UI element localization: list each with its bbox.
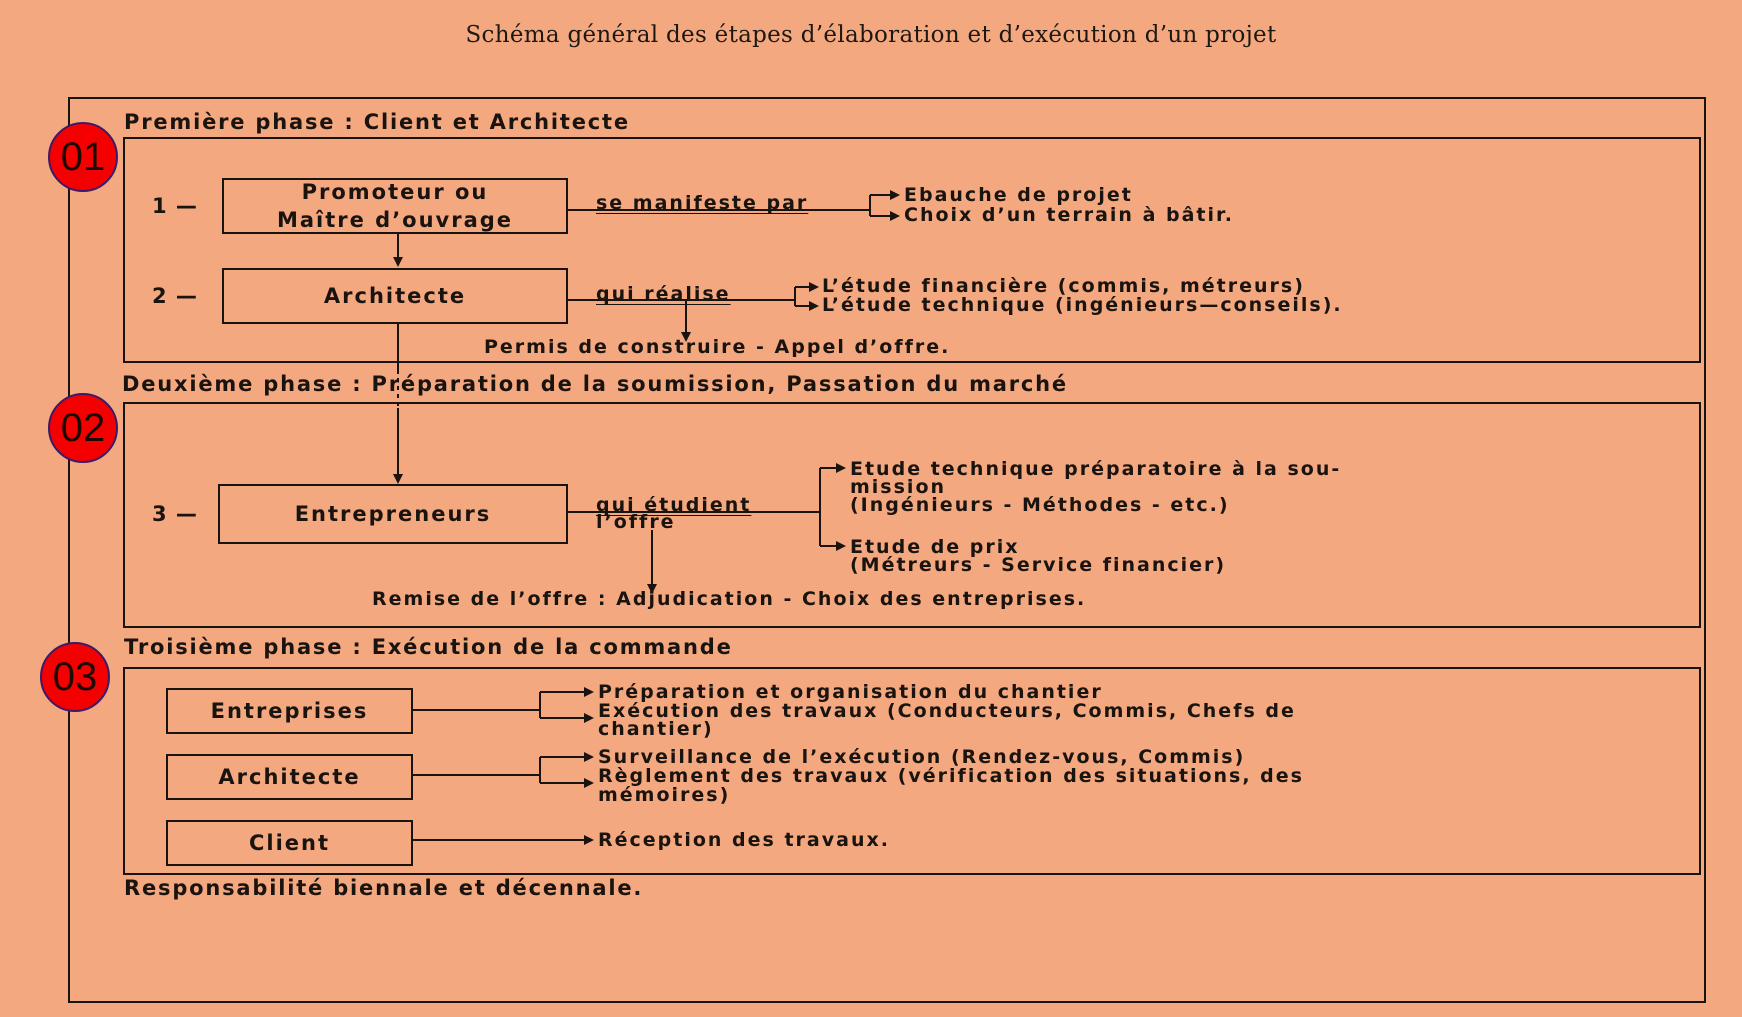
architecte-outcome-1: Surveillance de l’exécution (Rendez-vous… (598, 746, 1246, 768)
step-3-outcome-2-line-2: (Métreurs - Service financier) (850, 554, 1227, 576)
phase-2-badge: 02 (48, 393, 118, 463)
step-2-connector-label: qui réalise (596, 283, 731, 305)
entreprises-outcome-2-line-1: Exécution des travaux (Conducteurs, Comm… (598, 700, 1296, 722)
phase-3-badge: 03 (40, 642, 110, 712)
step-2-number: 2 — (152, 284, 198, 308)
step-3-outcome-1-line-3: (Ingénieurs - Méthodes - etc.) (850, 494, 1230, 516)
step-2-outcome-1: L’étude financière (commis, métreurs) (822, 275, 1305, 297)
step-1-outcome-2: Choix d’un terrain à bâtir. (904, 204, 1234, 226)
client-outcome-1: Réception des travaux. (598, 829, 890, 851)
phase-2-result: Remise de l’offre : Adjudication - Choix… (372, 588, 1087, 610)
outer-frame (68, 97, 1706, 1003)
step-3-outcome-1-line-1: Etude technique préparatoire à la sou- (850, 458, 1342, 480)
step-2-outcome-2: L’étude technique (ingénieurs—conseils). (822, 294, 1343, 316)
step-1-outcome-1: Ebauche de projet (904, 184, 1133, 206)
phase-1-heading: Première phase : Client et Architecte (124, 110, 630, 134)
promoteur-box-line-1: Promoteur ou (301, 180, 489, 204)
phase-3-heading: Troisième phase : Exécution de la comman… (124, 635, 733, 659)
client-box: Client (166, 820, 413, 866)
architecte-box-phase-3: Architecte (166, 754, 413, 800)
architecte-outcome-2-line-1: Règlement des travaux (vérification des … (598, 765, 1304, 787)
step-3-connector-label-1: qui étudient (596, 494, 752, 516)
step-1-number: 1 — (152, 194, 198, 218)
phase-2-frame (123, 402, 1701, 628)
step-3-number: 3 — (152, 502, 198, 526)
phase-1-result: Permis de construire - Appel d’offre. (484, 336, 951, 358)
entreprises-outcome-2-line-2: chantier) (598, 718, 714, 740)
step-3-outcome-1-line-2: mission (850, 476, 947, 498)
phase-2-heading: Deuxième phase : Préparation de la soumi… (122, 372, 1068, 396)
step-3-outcome-2-line-1: Etude de prix (850, 536, 1020, 558)
architecte-box-phase-1: Architecte (222, 268, 568, 324)
entreprises-outcome-1: Préparation et organisation du chantier (598, 681, 1103, 703)
entrepreneurs-box: Entrepreneurs (218, 484, 568, 544)
diagram-title: Schéma général des étapes d’élaboration … (465, 22, 1277, 48)
footer-responsibility: Responsabilité biennale et décennale. (124, 876, 644, 900)
promoteur-box-line-2: Maître d’ouvrage (276, 208, 514, 232)
promoteur-box: Promoteur ou Maître d’ouvrage (222, 178, 568, 234)
phase-1-badge: 01 (48, 122, 118, 192)
entreprises-box: Entreprises (166, 688, 413, 734)
step-3-connector-label-2: l’offre (596, 511, 676, 533)
phase-3-frame (123, 667, 1701, 875)
phase-1-frame (123, 137, 1701, 363)
architecte-outcome-2-line-2: mémoires) (598, 784, 731, 806)
step-1-connector-label: se manifeste par (596, 192, 809, 214)
